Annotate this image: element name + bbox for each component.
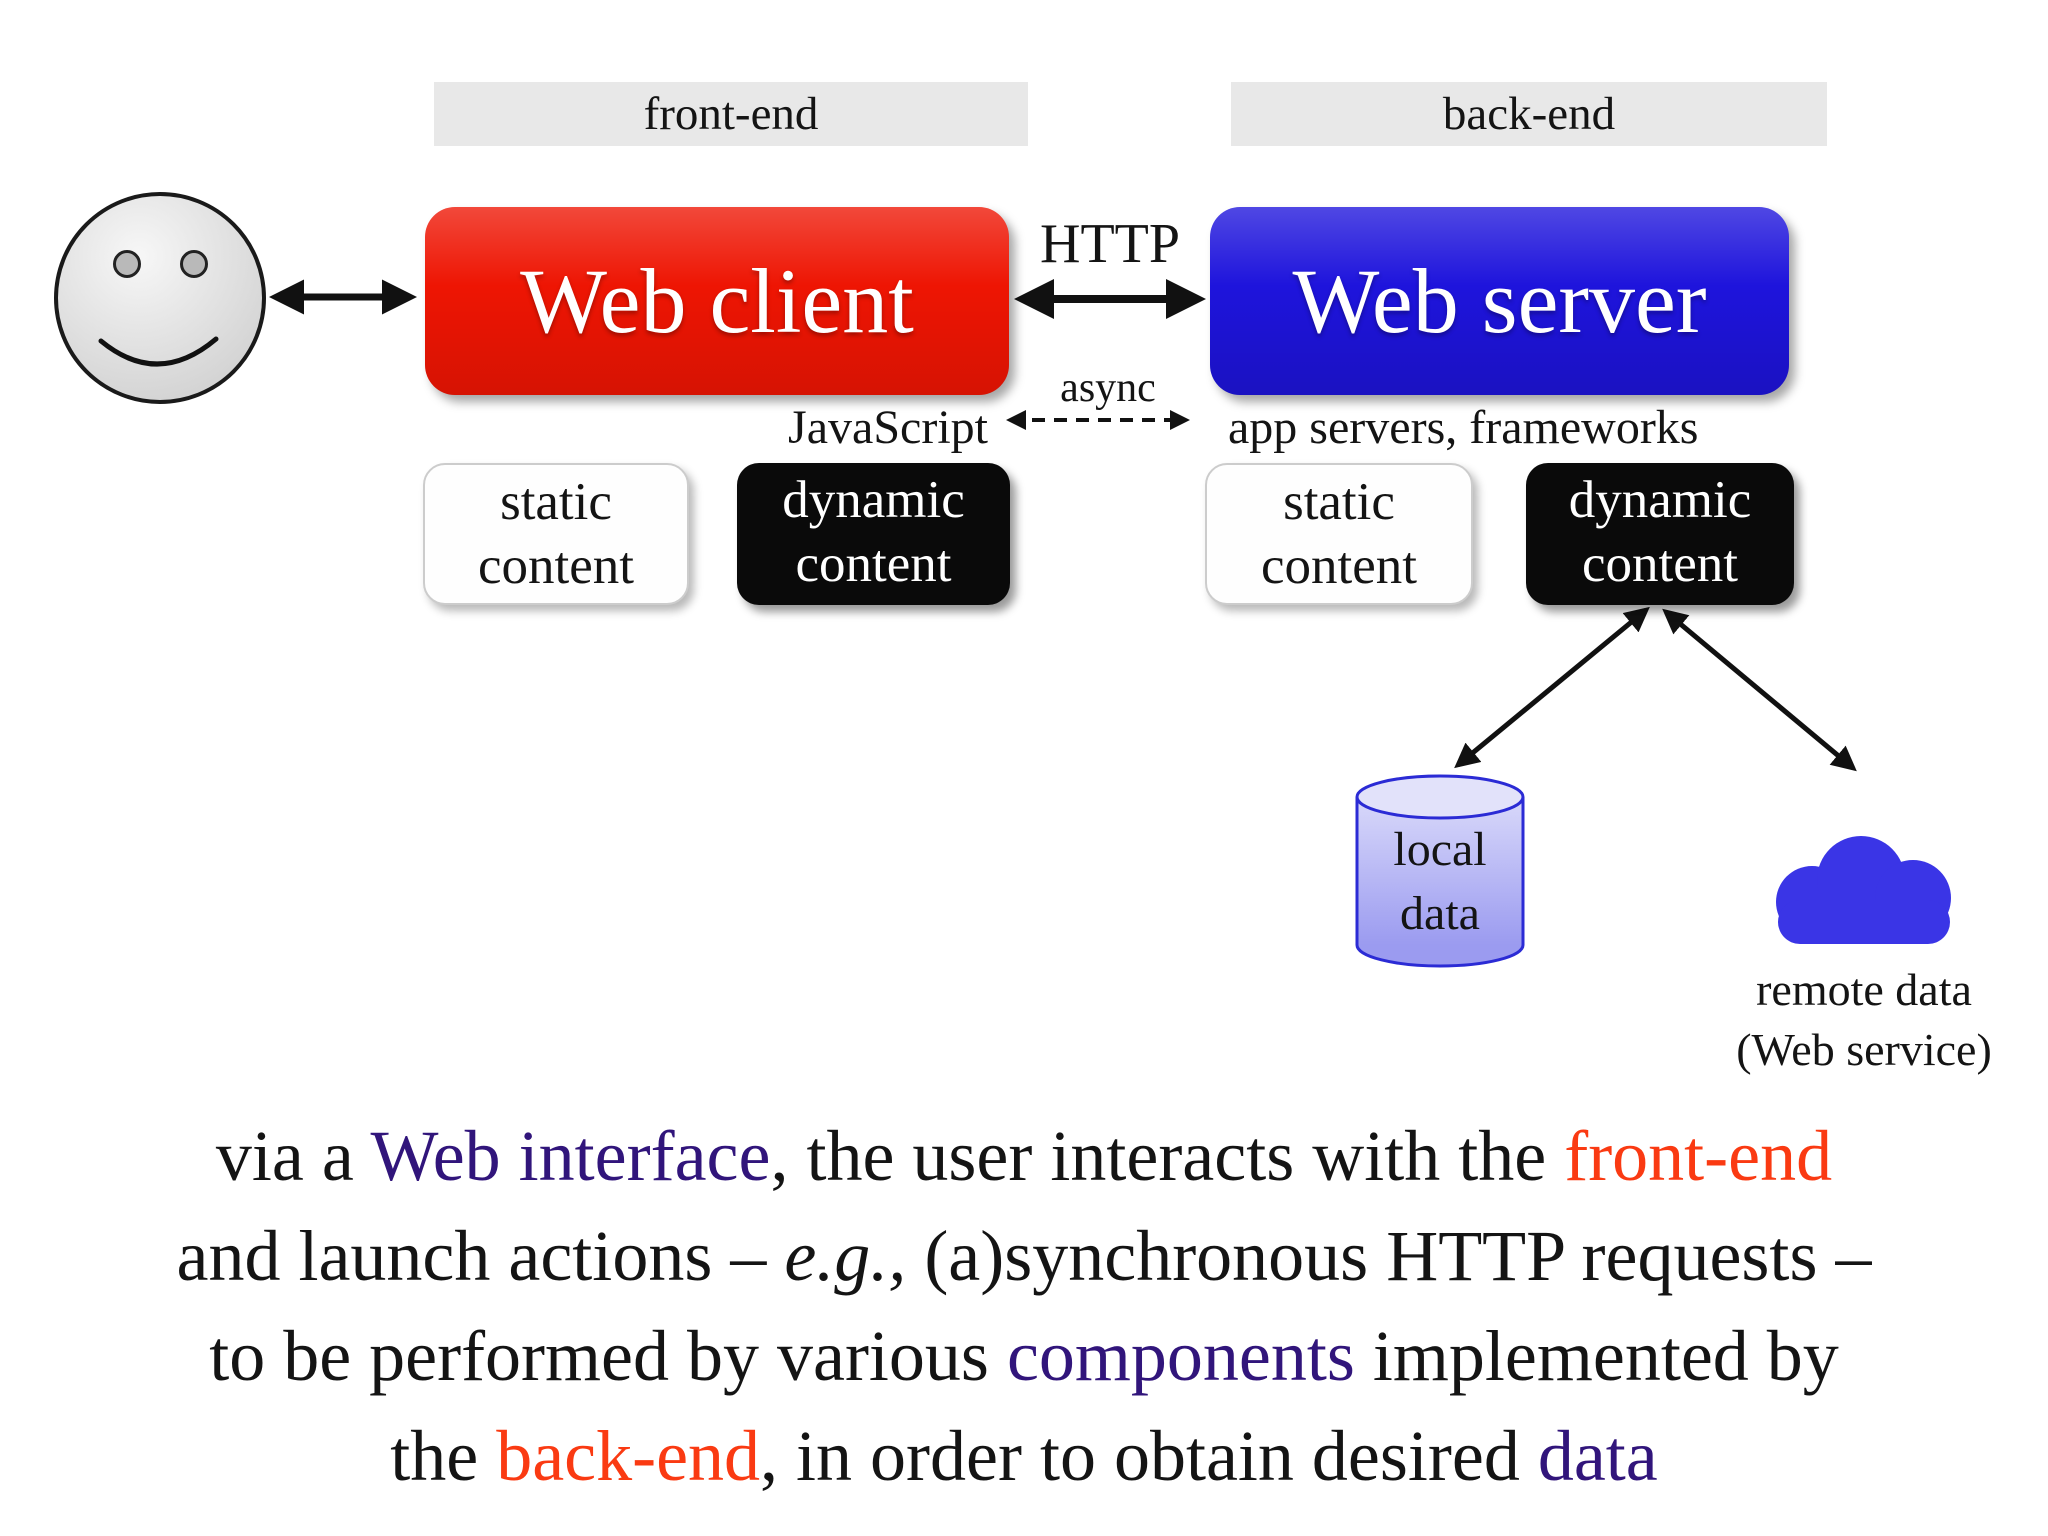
caption-segment: to be performed by various [209, 1316, 1007, 1396]
client-dynamic-content-box: dynamic content [737, 463, 1010, 605]
caption-line: to be performed by various components im… [0, 1306, 2048, 1406]
caption-line: the back-end, in order to obtain desired… [0, 1406, 2048, 1506]
app-servers-label: app servers, frameworks [1228, 401, 1699, 454]
remote-data-label: remote data (Web service) [1664, 960, 2048, 1080]
javascript-label: JavaScript [788, 401, 988, 454]
caption-segment: front-end [1564, 1116, 1833, 1196]
async-label: async [1060, 365, 1156, 411]
remote-data-line2: (Web service) [1736, 1024, 1992, 1075]
caption-segment: the [390, 1416, 497, 1496]
client-static-content-box: static content [423, 463, 689, 605]
dynamic-to-local-data-arrow [1454, 606, 1650, 769]
smiley-face-icon [54, 192, 266, 404]
web-client-box: Web client [425, 207, 1009, 395]
client-static-line1: static [500, 473, 612, 531]
caption-segment: back-end [496, 1416, 761, 1496]
server-static-content-box: static content [1205, 463, 1473, 605]
client-dynamic-line2: content [795, 535, 952, 593]
client-static-line2: content [478, 537, 634, 595]
caption-segment: , in order to obtain desired [760, 1416, 1538, 1496]
web-client-label: Web client [520, 250, 914, 352]
caption: via a Web interface, the user interacts … [0, 1106, 2048, 1506]
http-label: HTTP [1040, 213, 1180, 275]
caption-segment: , the user interacts with the [770, 1116, 1565, 1196]
dynamic-to-remote-data-arrow [1662, 608, 1857, 772]
caption-segment: e.g., [784, 1216, 907, 1296]
caption-segment: implemented by [1354, 1316, 1839, 1396]
back-end-banner: back-end [1231, 82, 1827, 146]
server-dynamic-content-box: dynamic content [1526, 463, 1794, 605]
caption-segment: Web interface [370, 1116, 771, 1196]
local-data-label: local data [1357, 818, 1523, 946]
caption-segment: (a)synchronous HTTP requests – [906, 1216, 1872, 1296]
cloud-icon [1776, 836, 1951, 944]
server-dynamic-line1: dynamic [1568, 471, 1752, 529]
caption-segment: components [1006, 1316, 1355, 1396]
front-end-banner: front-end [434, 82, 1028, 146]
caption-segment: data [1537, 1416, 1658, 1496]
server-static-line2: content [1261, 537, 1417, 595]
caption-line: via a Web interface, the user interacts … [0, 1106, 2048, 1206]
client-dynamic-line1: dynamic [782, 471, 965, 529]
local-data-line1: local [1393, 823, 1487, 876]
web-server-box: Web server [1210, 207, 1789, 395]
remote-data-line1: remote data [1756, 964, 1972, 1015]
caption-line: and launch actions – e.g., (a)synchronou… [0, 1206, 2048, 1306]
caption-segment: via a [215, 1116, 371, 1196]
server-static-line1: static [1283, 473, 1395, 531]
database-cylinder-icon [1355, 774, 1525, 968]
web-server-label: Web server [1292, 250, 1707, 352]
server-dynamic-line2: content [1582, 535, 1738, 593]
local-data-line2: data [1400, 887, 1480, 940]
caption-segment: and launch actions – [176, 1216, 785, 1296]
